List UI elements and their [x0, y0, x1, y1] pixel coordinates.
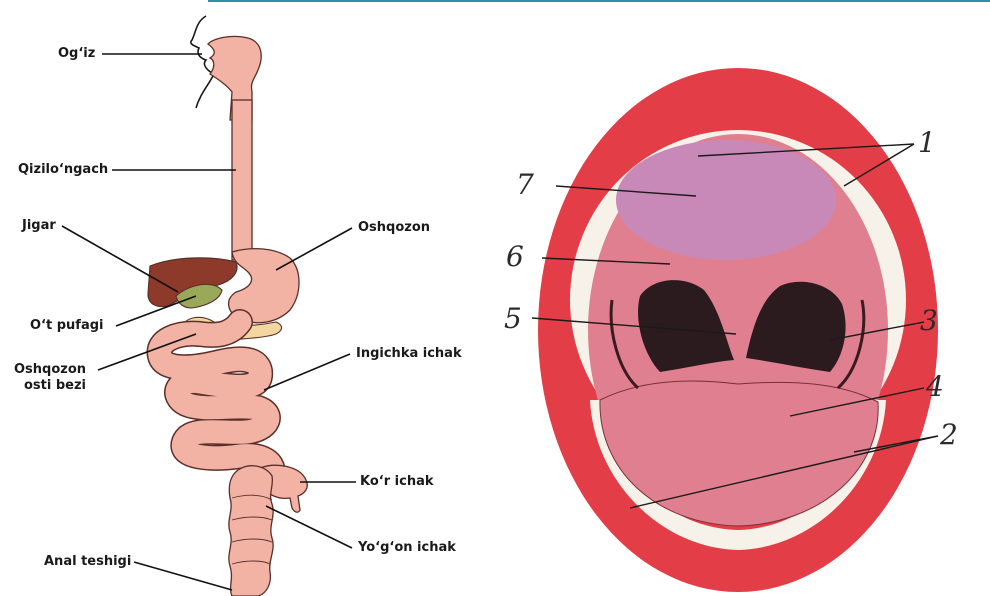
- large-intestine: [229, 466, 273, 596]
- small-intestine: [160, 322, 273, 476]
- marker-7: 7: [516, 170, 534, 200]
- marker-3: 3: [920, 306, 938, 336]
- label-cecum: Ko‘r ichak: [360, 474, 434, 490]
- label-stomach: Oshqozon: [358, 220, 430, 236]
- label-esophagus: Qizilo‘ngach: [18, 162, 108, 178]
- marker-6: 6: [506, 242, 524, 272]
- digestive-system-diagram: [0, 0, 480, 596]
- label-gallbladder: O‘t pufagi: [30, 318, 103, 334]
- oral-cavity-diagram: [490, 0, 990, 596]
- label-pancreas-line1: Oshqozon: [14, 362, 86, 378]
- label-small-intestine: Ingichka ichak: [356, 346, 462, 362]
- hard-palate: [616, 140, 836, 260]
- label-pancreas-line2: osti bezi: [24, 378, 86, 394]
- marker-5: 5: [504, 304, 522, 334]
- marker-4: 4: [926, 372, 944, 402]
- label-large-intestine: Yo‘g‘on ichak: [358, 540, 456, 556]
- label-mouth: Og‘iz: [58, 46, 95, 62]
- marker-1: 1: [918, 128, 936, 158]
- esophagus: [232, 100, 252, 260]
- label-anus: Anal teshigi: [44, 554, 131, 570]
- marker-2: 2: [940, 420, 958, 450]
- label-liver: Jigar: [22, 218, 56, 234]
